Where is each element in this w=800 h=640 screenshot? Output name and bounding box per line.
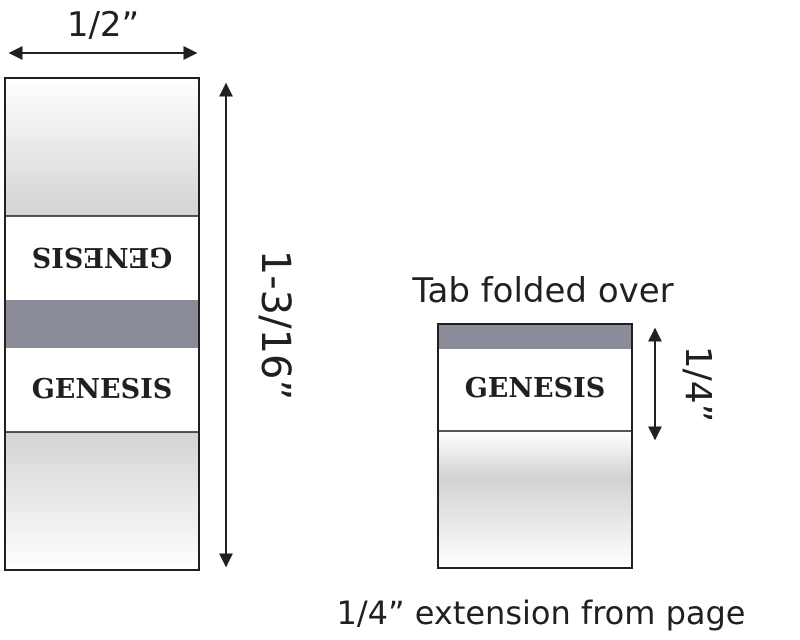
left-tab: 1/2” GENESIS GENESIS 1-3/16” bbox=[4, 5, 298, 571]
height-label: 1-3/16” bbox=[252, 250, 298, 400]
left-tab-band bbox=[5, 300, 199, 348]
left-tab-top-section bbox=[5, 78, 199, 216]
quarter-label: 1/4” bbox=[677, 346, 718, 423]
width-label: 1/2” bbox=[67, 5, 139, 45]
right-tab-text: GENESIS bbox=[465, 373, 606, 404]
extension-caption: 1/4” extension from page bbox=[337, 594, 746, 632]
left-tab-outline bbox=[4, 77, 200, 571]
right-tab-outline bbox=[437, 323, 633, 569]
left-tab-text-section bbox=[5, 348, 199, 432]
right-tab-text-section bbox=[438, 349, 632, 431]
right-tab: Tab folded over GENESIS 1/4” 1/4” extens… bbox=[337, 271, 746, 632]
right-tab-extension bbox=[438, 431, 632, 568]
left-tab-bottom-section bbox=[5, 432, 199, 570]
left-tab-mirrored-section bbox=[5, 216, 199, 300]
folded-caption: Tab folded over bbox=[411, 271, 673, 311]
left-tab-text: GENESIS bbox=[32, 374, 173, 405]
left-tab-mirrored-text: GENESIS bbox=[32, 241, 173, 272]
right-tab-band bbox=[438, 324, 632, 349]
